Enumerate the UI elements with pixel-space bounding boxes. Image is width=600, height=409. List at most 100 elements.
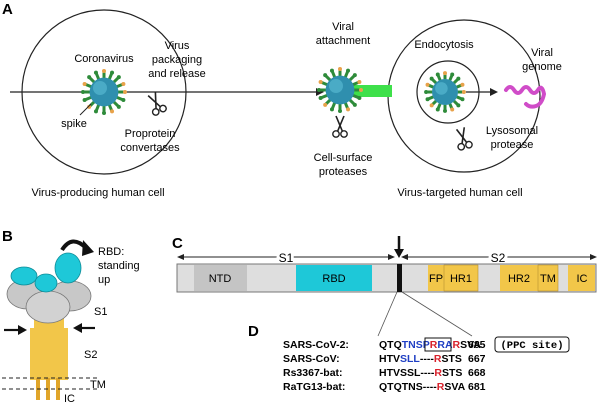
label-domain-fp: FP [429,273,443,285]
scissors-icon-proprotein [144,90,169,117]
row-0-num: 685 [468,339,486,351]
scissors-icon-cell-surface [331,115,349,138]
label-packaging-3: and release [148,68,206,80]
virus-icon-producing [81,69,127,115]
label-attachment-1: Viral [332,21,354,33]
s1-extent-arrowhead-left [177,254,184,260]
label-b-s1: S1 [94,306,107,318]
s2-extent-arrowhead-left [401,254,408,260]
label-targeted-cell: Virus-targeted human cell [397,187,522,199]
label-b-s2: S2 [84,349,97,361]
row-1-name: SARS-CoV: [283,353,340,365]
alignment: SARS-CoV-2: QTQTNSPRRARSVA 685 SARS-CoV:… [283,339,486,393]
label-producing-cell: Virus-producing human cell [31,187,164,199]
label-cell-surface-1: Cell-surface [314,152,373,164]
label-packaging-2: packaging [152,54,202,66]
label-c-s2: S2 [491,251,506,265]
rbd-up-arrowhead [82,240,94,256]
row-0-seq-blue: TNSP [402,339,430,351]
row-1-seq: HTVSLL----RSTS [379,353,462,365]
label-genome-2: genome [522,61,562,73]
panel-a-labels: Coronavirus spike Virus packaging and re… [31,21,561,199]
label-domain-hr1: HR1 [450,273,472,285]
virus-icon-endosome [424,71,466,113]
label-proprotein-2: convertases [120,142,180,154]
label-cell-surface-2: proteases [319,166,368,178]
domain-hr2 [500,265,538,291]
label-domain-rbd: RBD [322,273,345,285]
label-proprotein-1: Proprotein [125,128,176,140]
cleavage-arrowhead-right [73,323,82,333]
row-3-name: RaTG13-bat: [283,381,345,393]
row-3-num: 681 [468,381,486,393]
row-1-seq-blue: SLL [400,353,420,365]
row-0-seq-pre: QTQ [379,339,402,351]
zoom-line-right [401,291,473,337]
s1-extent-arrowhead-right [388,254,395,260]
label-rbd-3: up [98,274,110,286]
row-3-seq-red: ----R [423,381,445,393]
endocytosis-arrowhead [490,88,498,96]
rbd-blob-up [54,252,82,284]
label-spike: spike [61,118,87,130]
attachment-bar [348,85,392,97]
virus-icon-attachment [317,67,363,113]
row-0-seq-red: RRAR [430,339,461,351]
label-rbd-1: RBD: [98,246,124,258]
row-0-seq-post: SVA [460,339,481,351]
panel-a-letter: A [2,1,13,18]
spike-pointer [79,103,92,116]
cleavage-arrowhead-left [18,325,27,335]
row-2-num: 668 [468,367,486,379]
ppc-site-box [494,336,570,353]
label-coronavirus: Coronavirus [74,53,134,65]
panel-d-letter: D [248,323,259,340]
row-1-num: 667 [468,353,486,365]
label-domain-hr2: HR2 [508,273,530,285]
domain-fp [428,265,444,291]
domain-tm [537,264,559,292]
zoom-line-left [377,291,398,337]
row-0-name: SARS-CoV-2: [283,339,349,351]
ppc-site-marker [397,264,402,292]
domain-ic [568,265,595,291]
label-domain-tm: TM [540,273,556,285]
label-lysosomal-2: protease [491,139,534,151]
rbd-blob-2 [34,273,58,293]
row-2-seq-post: STS [442,367,462,379]
s1-lobe-center [25,290,71,324]
label-endocytosis: Endocytosis [414,39,474,51]
row-3-seq-pre: QTQTNS [379,381,423,393]
domain-rbd [296,265,372,291]
cleavage-down-arrowhead [394,249,404,258]
panel-b-letter: B [2,228,13,245]
row-2-name: Rs3367-bat: [283,367,343,379]
label-b-tm: TM [90,379,106,391]
scissors-icon-lysosomal [452,125,474,152]
domain-hr1 [443,264,479,292]
label-c-s1: S1 [279,251,294,265]
label-ppc-site: (PPC site) [500,340,563,352]
rbd-up-arrow [60,239,88,252]
row-2-seq: HTVSSL----RSTS [379,367,462,379]
row-2-seq-red: ----R [420,367,442,379]
rrar-box [424,337,452,352]
label-b-ic: IC [64,393,75,404]
panel-c-letter: C [172,235,183,252]
row-1-seq-pre: HTV [379,353,400,365]
row-3-seq-post: SVA [444,381,465,393]
row-3-seq: QTQTNS----RSVA [379,381,466,393]
label-lysosomal-1: Lysosomal [486,125,538,137]
label-domain-ic: IC [577,273,588,285]
row-2-seq-pre: HTVSSL [379,367,421,379]
row-0-seq: QTQTNSPRRARSVA [379,339,481,351]
row-1-seq-red: ----R [420,353,442,365]
s2-stalk [30,328,68,380]
row-1-seq-post: STS [441,353,461,365]
label-domain-ntd: NTD [209,273,232,285]
rbd-blob-1 [10,266,38,286]
viral-genome-icon [504,85,547,109]
s2-extent-arrowhead-right [590,254,597,260]
